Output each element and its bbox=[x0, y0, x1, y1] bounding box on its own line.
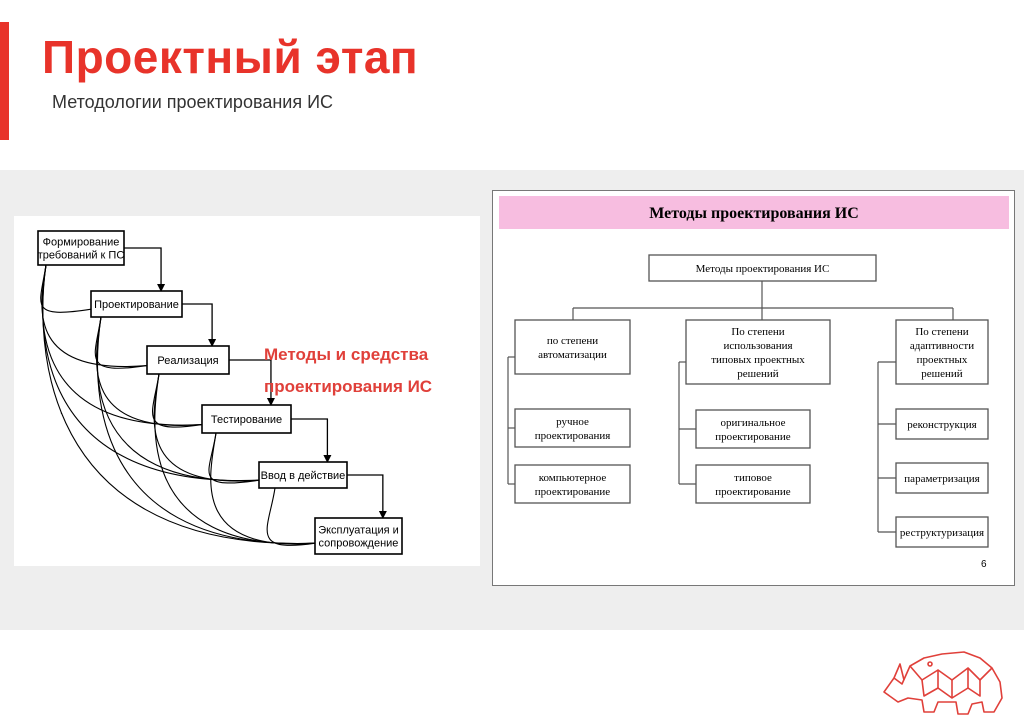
method-box-label: проектирования bbox=[535, 430, 611, 442]
category-box-label: адаптивности bbox=[910, 340, 974, 352]
category-box-frame bbox=[685, 319, 831, 385]
stage-label: Реализация bbox=[157, 355, 218, 367]
stage-label: требований к ПС bbox=[38, 250, 125, 262]
method-box: реструктуризация bbox=[895, 516, 989, 548]
method-box: компьютерное проектирование bbox=[514, 464, 631, 504]
feedback-curve bbox=[41, 264, 203, 426]
stage-box-frame bbox=[314, 517, 403, 555]
caption-line-2: проектирования ИС bbox=[264, 377, 432, 396]
root-box: Методы проектирования ИС bbox=[648, 254, 877, 282]
method-box-label: ручное bbox=[556, 416, 589, 428]
stage-label: сопровождение bbox=[319, 538, 399, 550]
methods-panel: Методы проектирования ИС Методы проектир… bbox=[492, 190, 1015, 586]
stage-box-frame bbox=[201, 404, 292, 434]
stage-link-arrow bbox=[291, 418, 332, 463]
method-box-frame bbox=[695, 409, 811, 449]
method-box: типовое проектирование bbox=[695, 464, 811, 504]
category-box-label: по степени bbox=[547, 335, 598, 347]
method-box-label: параметризация bbox=[904, 473, 979, 485]
stage-box: Реализация bbox=[146, 345, 230, 375]
methods-header-band bbox=[499, 196, 1009, 229]
stage-label: Ввод в действие bbox=[261, 470, 346, 482]
stage-box: Проектирование bbox=[90, 290, 183, 318]
method-box-frame bbox=[895, 462, 989, 494]
stage-box-frame bbox=[146, 345, 230, 375]
caption-line-1: Методы и средства bbox=[264, 345, 429, 364]
category-box-label: типовых проектных bbox=[711, 354, 805, 366]
stage-link-arrow bbox=[229, 359, 275, 406]
method-box-label: проектирование bbox=[535, 486, 611, 498]
method-box-label: оригинальное bbox=[720, 417, 785, 429]
feedback-curve bbox=[154, 373, 316, 545]
method-box-label: типовое bbox=[734, 472, 772, 484]
method-box-frame bbox=[695, 464, 811, 504]
stage-link-arrow bbox=[182, 303, 217, 347]
feedback-curve bbox=[96, 316, 260, 482]
stage-box-frame bbox=[37, 230, 125, 266]
category-box-frame bbox=[514, 319, 631, 375]
method-box: реконструкция bbox=[895, 408, 989, 440]
feedback-curve bbox=[40, 264, 92, 313]
root-box-frame bbox=[648, 254, 877, 282]
feedback-curve bbox=[96, 316, 316, 544]
method-box-label: реконструкция bbox=[907, 419, 976, 431]
category-box-label: автоматизации bbox=[538, 349, 607, 361]
slide-title: Проектный этап bbox=[42, 31, 419, 83]
category-box-label: решений bbox=[921, 368, 963, 380]
method-box: параметризация bbox=[895, 462, 989, 494]
feedback-curve bbox=[266, 487, 316, 546]
stage-box: Тестирование bbox=[201, 404, 292, 434]
method-box-frame bbox=[895, 516, 989, 548]
category-box: по степени автоматизации bbox=[514, 319, 631, 375]
category-box-label: По степени bbox=[731, 326, 784, 338]
stage-link-arrow bbox=[124, 247, 166, 292]
rhino-logo-icon bbox=[883, 651, 1003, 715]
feedback-curve bbox=[152, 373, 203, 428]
method-box-frame bbox=[895, 408, 989, 440]
category-box-frame bbox=[895, 319, 989, 385]
method-box-frame bbox=[514, 464, 631, 504]
category-box: По степени использования типовых проектных… bbox=[685, 319, 831, 385]
method-box-label: проектирование bbox=[715, 486, 791, 498]
stage-label: Проектирование bbox=[94, 299, 179, 311]
feedback-curve bbox=[42, 264, 316, 544]
category-box-label: По степени bbox=[915, 326, 968, 338]
methods-header: Методы проектирования ИС bbox=[649, 205, 859, 222]
method-box: ручное проектирования bbox=[514, 408, 631, 448]
stage-box-frame bbox=[90, 290, 183, 318]
method-box-frame bbox=[514, 408, 631, 448]
slide-subtitle: Методологии проектирования ИС bbox=[52, 92, 334, 112]
accent-bar bbox=[0, 22, 9, 140]
method-box-label: реструктуризация bbox=[900, 527, 984, 539]
tree-connectors bbox=[507, 281, 954, 533]
stage-label: Тестирование bbox=[211, 414, 282, 426]
stage-box: Ввод в действие bbox=[258, 461, 348, 489]
stage-box-frame bbox=[258, 461, 348, 489]
tree-boxes: Методы проектирования ИС по степени автома… bbox=[514, 254, 989, 548]
category-box-label: использования bbox=[723, 340, 792, 352]
category-box-label: решений bbox=[737, 368, 779, 380]
feedback-curves bbox=[40, 264, 316, 546]
stage-links bbox=[124, 247, 387, 519]
category-box-label: проектных bbox=[917, 354, 968, 366]
method-box: оригинальное проектирование bbox=[695, 409, 811, 449]
root-box-label: Методы проектирования ИС bbox=[696, 263, 830, 275]
stage-label: Эксплуатация и bbox=[318, 525, 399, 537]
stage-label: Формирование bbox=[43, 237, 120, 249]
feedback-curve bbox=[94, 316, 148, 369]
stage-link-arrow bbox=[347, 474, 387, 519]
stray-dot: . bbox=[60, 406, 63, 417]
page-number: 6 bbox=[981, 559, 987, 570]
methods-tree-diagram: Методы проектирования ИС Методы проектир… bbox=[499, 196, 1009, 570]
method-box-label: компьютерное bbox=[539, 472, 607, 484]
feedback-curve bbox=[208, 432, 260, 484]
category-box: По степени адаптивности проектных решений bbox=[895, 319, 989, 385]
method-box-label: проектирование bbox=[715, 431, 791, 443]
